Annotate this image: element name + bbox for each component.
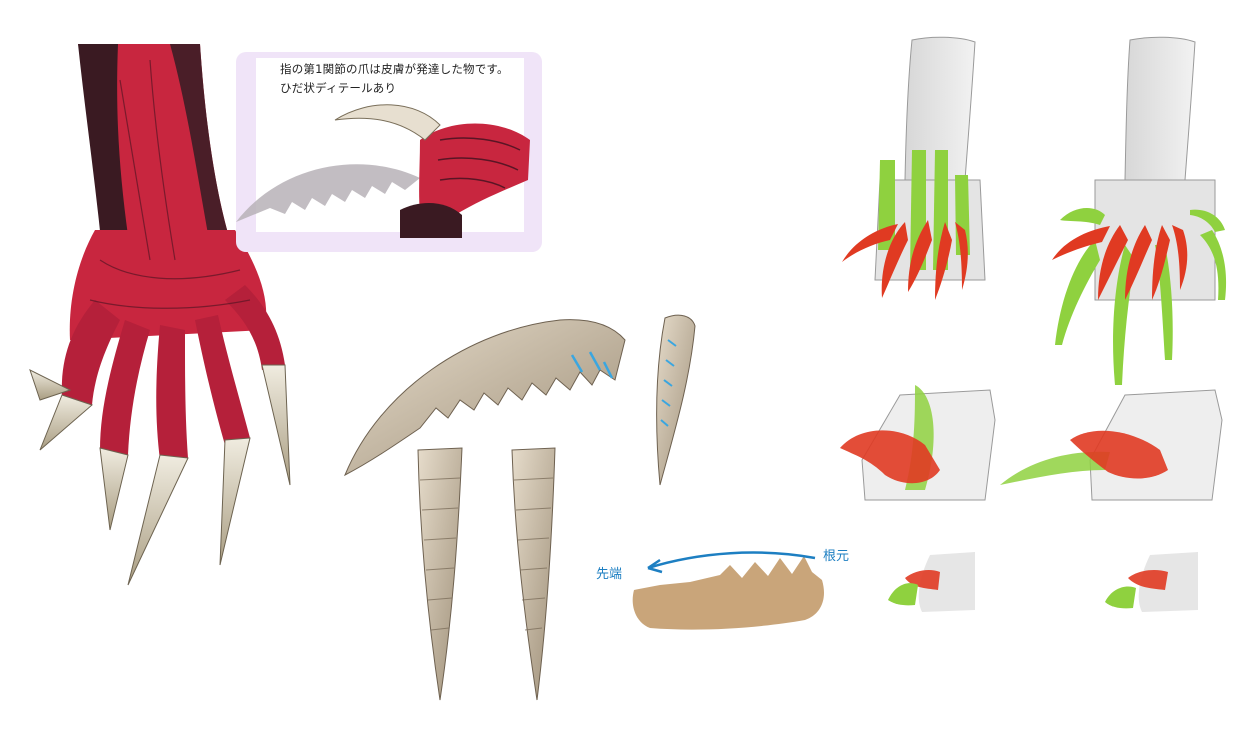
note-text-line-2: ひだ状ディテールあり: [280, 81, 397, 95]
direction-arrow: [647, 551, 816, 570]
label-tip: 先端: [596, 567, 623, 582]
label-root: 根元: [823, 549, 850, 564]
note-text-line-1: 指の第1関節の爪は皮膚が発達した物です。: [280, 62, 509, 76]
